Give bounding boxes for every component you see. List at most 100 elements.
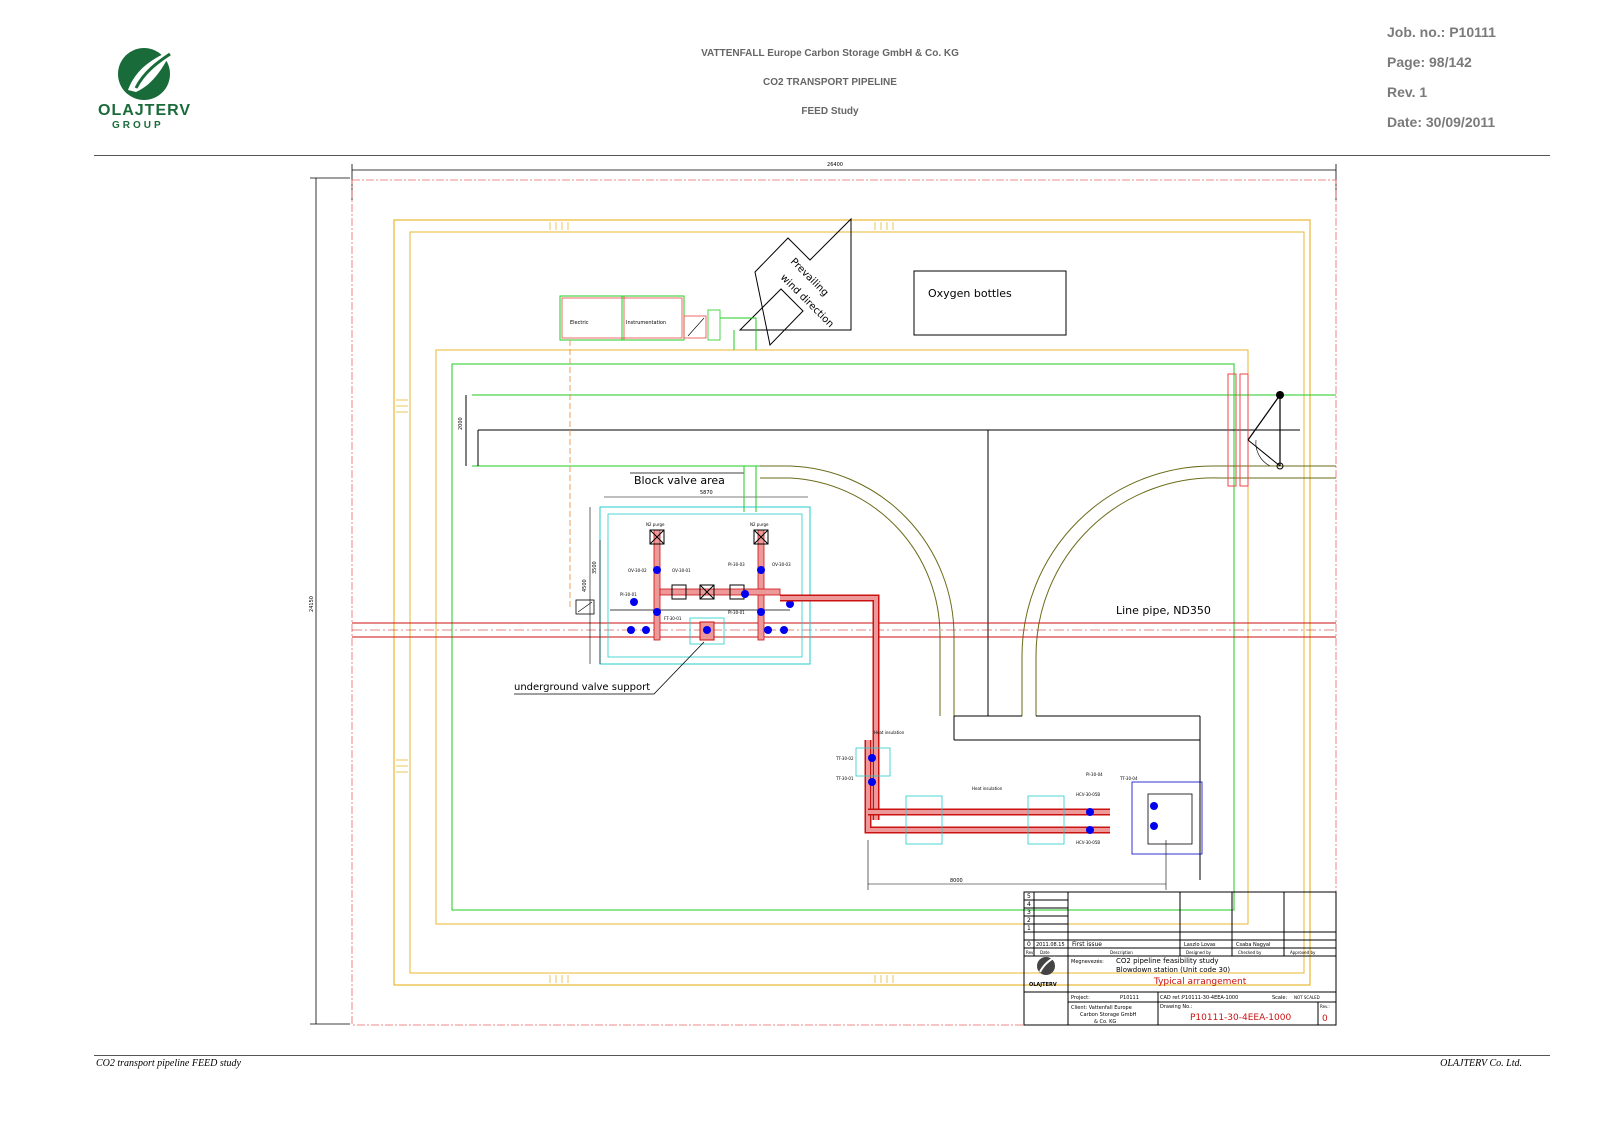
title-block-text: 5 4 3 2 1 0 2011.08.15 First issue Laszl… — [1026, 893, 1330, 1025]
entrance-gate — [1227, 373, 1284, 487]
page-number: Page: 98/142 — [1387, 54, 1472, 70]
document-header-center: VATTENFALL Europe Carbon Storage GmbH & … — [640, 48, 1020, 135]
heat-insulation-label: Heat insulation — [874, 730, 905, 735]
scale-value: NOT SCALED — [1294, 995, 1320, 1000]
tag-label: PI-30-01 — [620, 592, 637, 597]
n2-purge-label: N2 purge — [750, 522, 769, 527]
title-line-3: Typical arrangement — [1153, 977, 1247, 987]
scale-label: Scale: — [1272, 995, 1287, 1001]
dim-overall-height: 24150 — [309, 596, 315, 612]
electric-label: Electric — [570, 320, 589, 326]
tag-label: OV-30-01 — [672, 568, 691, 573]
dim-block-width: 5870 — [700, 490, 713, 496]
oxygen-bottles-label: Oxygen bottles — [928, 287, 1012, 300]
col-rev: Rev. — [1026, 950, 1034, 955]
instrument-tags: OV-30-02 OV-30-01 OV-30-03 PI-30-01 PI-3… — [620, 562, 791, 621]
project-line: CO2 TRANSPORT PIPELINE — [763, 77, 897, 88]
n2-purge-labels: N2 purge N2 purge — [646, 522, 769, 527]
study-line: FEED Study — [801, 106, 859, 117]
dim-road: 2000 — [458, 417, 464, 430]
instrumentation-label: Instrumentation — [626, 320, 666, 326]
tag-label: TT-30-01 — [835, 776, 854, 781]
boundary-ticks — [396, 222, 894, 983]
drawing-no-label: Drawing No.: — [1160, 1004, 1193, 1010]
title-block-logo-text: OLAJTERV — [1029, 982, 1057, 988]
col-approved: Approved by — [1290, 950, 1316, 955]
outer-boundary-inner — [409, 231, 1305, 974]
logo-name: OLAJTERV — [98, 102, 192, 119]
rev0-date: 2011.08.15 — [1036, 942, 1065, 948]
job-number: Job. no.: P10111 — [1387, 24, 1496, 40]
rev-row: 1 — [1027, 925, 1031, 932]
client-line-3: & Co. KG — [1094, 1019, 1116, 1025]
tag-label: PI-30-04 — [1086, 772, 1103, 777]
client-line: VATTENFALL Europe Carbon Storage GmbH & … — [701, 48, 959, 59]
tag-label: HCV-30-05B — [1076, 792, 1100, 797]
rev0-designed: Laszlo Lovas — [1184, 942, 1216, 948]
col-checked: Checked by — [1238, 950, 1262, 955]
revision: Rev. 1 — [1387, 84, 1428, 100]
project-label: Project: — [1071, 995, 1090, 1001]
rev-row: 3 — [1027, 909, 1031, 916]
blowdown-instruments — [868, 754, 1158, 834]
rev0-desc: First issue — [1072, 941, 1102, 948]
logo-sub: GROUP — [112, 120, 164, 131]
block-valve-area — [575, 466, 811, 665]
rev-label: Rev.: — [1320, 1004, 1330, 1009]
tag-label: PI-30-03 — [728, 562, 745, 567]
dim-left-1: 3500 — [592, 561, 598, 574]
col-desc: Description — [1110, 950, 1133, 955]
dim-overall-width: 26400 — [827, 162, 843, 168]
wind-direction-arrow — [738, 217, 852, 347]
title-line-2: Blowdown station (Unit code 30) — [1116, 966, 1230, 974]
rev-row: 5 — [1027, 893, 1031, 900]
title-line-1: CO2 pipeline feasibility study — [1116, 957, 1219, 965]
underground-leader — [514, 641, 705, 695]
client-line-2: Carbon Storage GmbH — [1080, 1012, 1137, 1018]
designation-label: Megnevezés: — [1071, 958, 1104, 965]
rev0-checked: Csaba Nagyal — [1236, 942, 1270, 948]
date: Date: 30/09/2011 — [1387, 114, 1496, 130]
dim-bottom: 8000 — [950, 878, 963, 884]
drawing-no: P10111-30-4EEA-1000 — [1190, 1013, 1291, 1023]
tag-label: TT-30-04 — [1119, 776, 1138, 781]
header-rule — [94, 155, 1550, 156]
tag-label: TT-30-02 — [835, 756, 854, 761]
outer-boundary — [393, 219, 1311, 986]
heat-insulation-label-2: Heat insulation — [972, 786, 1003, 791]
footer-right: OLAJTERV Co. Ltd. — [1440, 1058, 1522, 1069]
footer-left: CO2 transport pipeline FEED study — [96, 1058, 241, 1069]
blowdown-tags: TT-30-02 TT-30-01 PI-30-04 TT-30-04 HCV-… — [835, 756, 1138, 845]
rev-row: 2 — [1027, 917, 1031, 924]
tag-label: HCV-30-05B — [1076, 840, 1100, 845]
dim-left-2: 4500 — [582, 579, 588, 592]
tag-label: OV-30-02 — [628, 568, 647, 573]
olajterv-leaf-icon — [118, 48, 172, 100]
title-block-frame — [1023, 891, 1337, 1026]
block-valve-label: Block valve area — [634, 474, 725, 487]
title-block-logo-icon — [1037, 956, 1056, 975]
line-pipe — [352, 622, 1336, 638]
n2-purge-label: N2 purge — [646, 522, 665, 527]
col-date: Date — [1040, 950, 1050, 955]
oxygen-bottles-box — [913, 270, 1067, 336]
tag-label: OV-30-03 — [772, 562, 791, 567]
blowdown-pipe — [780, 594, 1203, 890]
access-road — [465, 394, 1336, 880]
tag-label: FT-30-01 — [664, 616, 682, 621]
line-pipe-label: Line pipe, ND350 — [1116, 604, 1211, 617]
rev-row: 4 — [1027, 901, 1031, 908]
rev-value: 0 — [1322, 1014, 1328, 1024]
col-designed: Designed by — [1186, 950, 1212, 955]
rev0-num: 0 — [1027, 941, 1031, 948]
project-value: P10111 — [1120, 995, 1139, 1001]
client-line-1: Client: Vattenfall Europe — [1071, 1005, 1132, 1011]
footer-rule — [94, 1055, 1550, 1056]
document-header-right: Job. no.: P10111 Page: 98/142 Rev. 1 Dat… — [1387, 24, 1496, 144]
property-boundary — [351, 179, 1337, 1026]
cad-ref: CAD ref.:P10111-30-4EEA-1000 — [1160, 995, 1238, 1001]
control-building — [559, 295, 757, 610]
olajterv-logo: OLAJTERV GROUP — [98, 46, 198, 131]
underground-label: underground valve support — [514, 682, 650, 693]
